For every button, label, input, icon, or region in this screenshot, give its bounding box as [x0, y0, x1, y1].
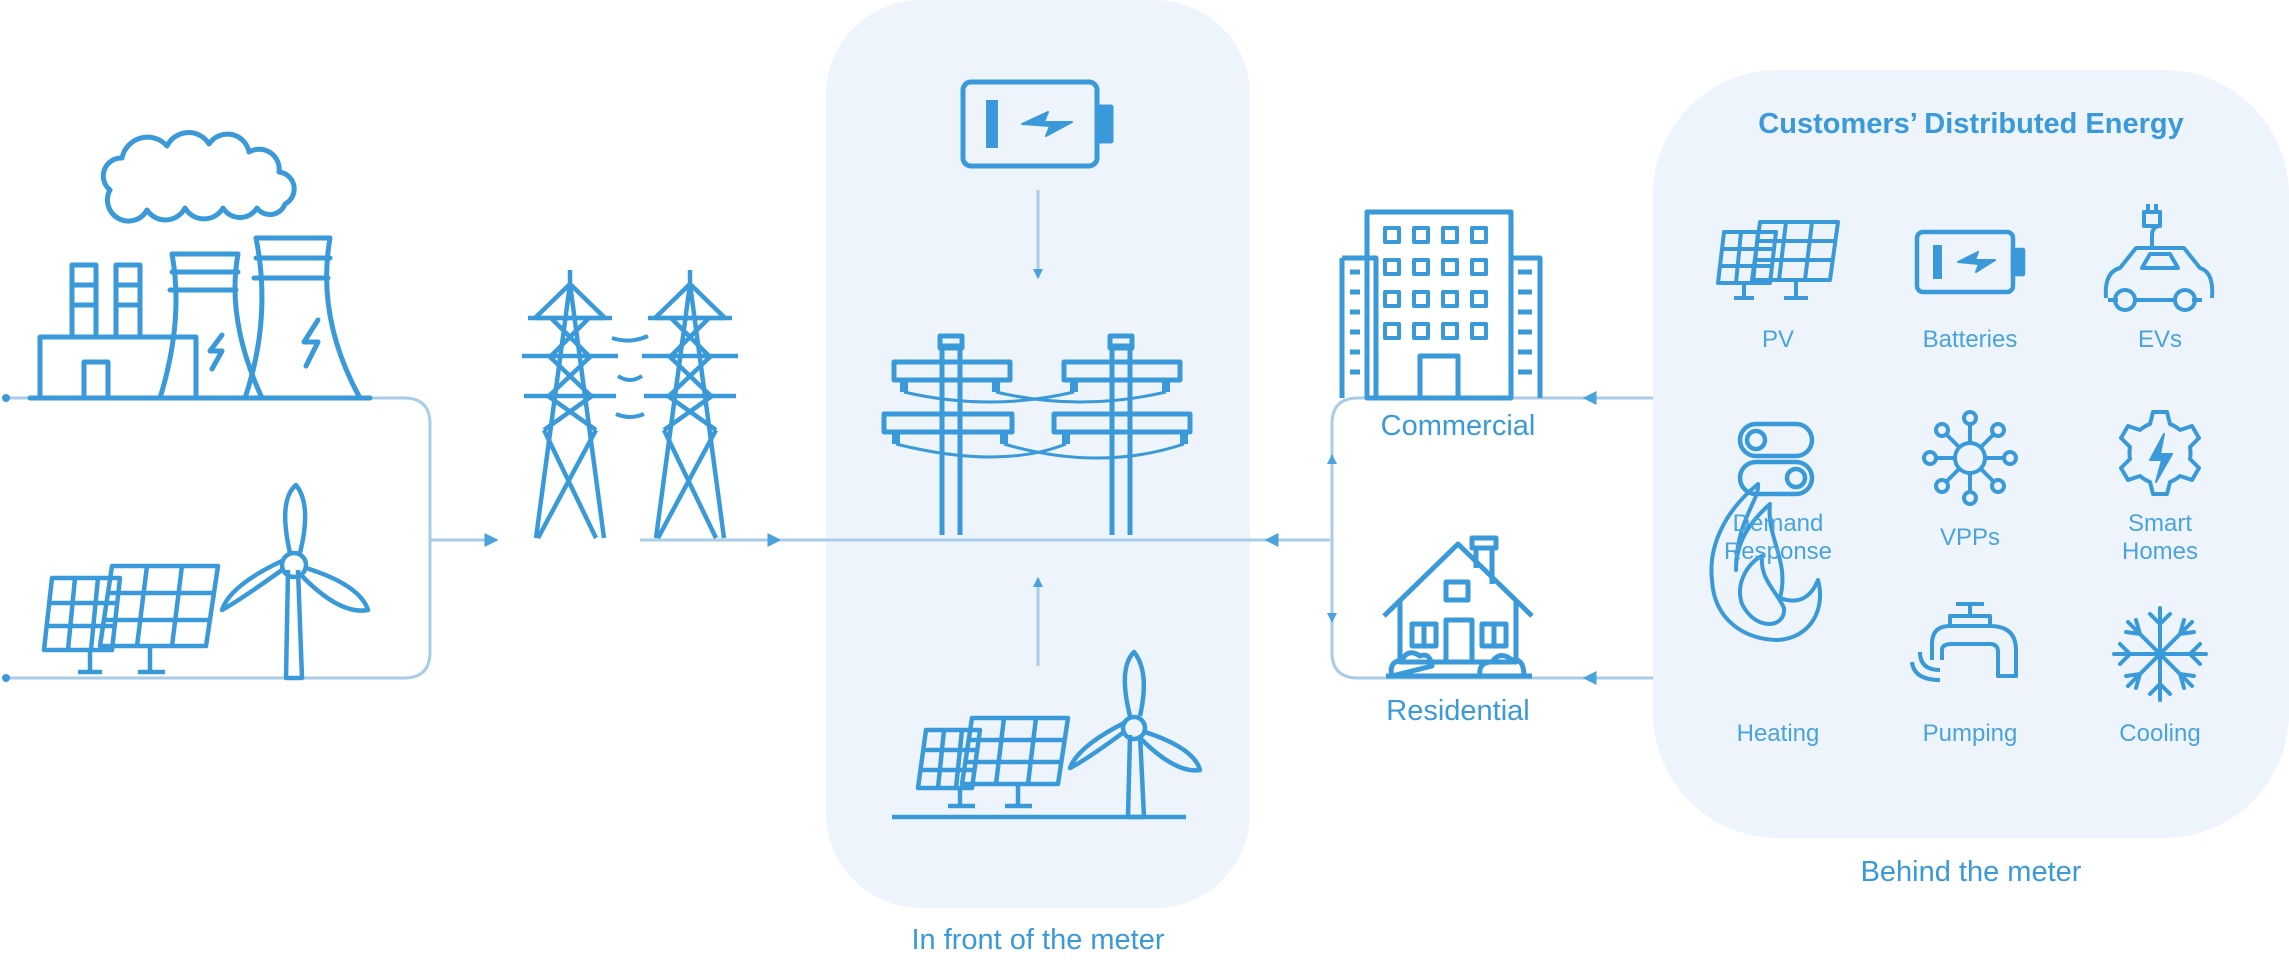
distribution-poles-icon — [881, 333, 1193, 535]
power-plant-icon — [27, 130, 373, 401]
der-label-cooling: Cooling — [2119, 720, 2201, 747]
front-meter-panel — [826, 0, 1250, 908]
der-label-heating: Heating — [1736, 720, 1820, 747]
residential-house-icon — [1382, 535, 1534, 679]
grid-battery-icon — [960, 79, 1114, 169]
generation-bracket — [6, 396, 432, 680]
smart-homes-gear-icon — [2119, 410, 2201, 496]
der-label-pumping: Pumping — [1922, 720, 2018, 747]
batteries-icon — [1914, 229, 2026, 295]
bracket-end-dot — [2, 674, 10, 682]
der-label-smart-homes: Smart Homes — [2121, 510, 2199, 565]
front-meter-label: In front of the meter — [911, 924, 1165, 956]
residential-label: Residential — [1386, 695, 1530, 727]
der-label-vpps: VPPs — [1939, 524, 2001, 551]
bracket-end-dot — [2, 394, 10, 402]
evs-electric-car-icon — [2103, 204, 2215, 312]
commercial-label: Commercial — [1380, 410, 1536, 442]
solar-wind-icon — [41, 482, 371, 681]
behind-meter-label: Behind the meter — [1860, 856, 2082, 888]
cooling-snowflake-icon — [2112, 606, 2208, 702]
commercial-building-icon — [1339, 209, 1543, 401]
demand-response-toggle-icon — [1737, 421, 1815, 497]
customers-der-title: Customers’ Distributed Energy — [1758, 108, 2184, 140]
der-label-evs: EVs — [2137, 326, 2182, 353]
der-label-demand-response: Demand Response — [1723, 510, 1833, 565]
pumping-faucet-icon — [1910, 602, 2018, 682]
heating-flame-icon — [1709, 482, 1822, 642]
der-label-pv: PV — [1761, 326, 1794, 353]
vpps-network-icon — [1922, 410, 2018, 506]
pv-solar-panel-icon — [1716, 220, 1840, 300]
transmission-towers-icon — [522, 270, 738, 540]
utility-solar-wind-icon — [892, 649, 1203, 820]
consumer-bracket — [1327, 391, 1653, 685]
der-label-batteries: Batteries — [1922, 326, 2018, 353]
